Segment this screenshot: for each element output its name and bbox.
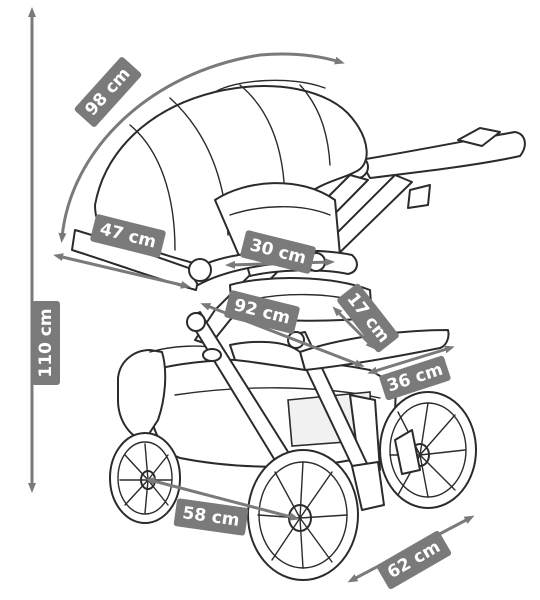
rear-left-wheel bbox=[109, 432, 181, 524]
label-total-height: 110 cm bbox=[36, 308, 56, 377]
handle-grip bbox=[457, 127, 501, 147]
front-right-wheel bbox=[379, 391, 477, 509]
badge-canopy-arc: 98 cm bbox=[74, 57, 142, 127]
folding-joint bbox=[407, 184, 431, 209]
front-swivel bbox=[351, 461, 385, 511]
handlebar bbox=[359, 131, 526, 179]
canopy-arc-line bbox=[58, 52, 345, 243]
badge-wheelbase: 58 cm bbox=[173, 498, 249, 536]
brake-pedal-icon bbox=[202, 348, 222, 362]
seat-depth-line bbox=[53, 253, 191, 289]
badge-track-width: 62 cm bbox=[376, 530, 452, 590]
badge-total-height: 110 cm bbox=[32, 301, 60, 385]
footrest-width-line bbox=[367, 345, 455, 375]
stroller-illustration bbox=[71, 79, 526, 581]
wheelbase-line bbox=[145, 477, 300, 521]
armrest-hub bbox=[188, 258, 212, 282]
dimension-lines bbox=[28, 6, 475, 583]
dimension-labels: 110 cm 98 cm 47 cm 30 cm 92 cm 17 cm 36 … bbox=[32, 57, 452, 590]
badge-frame-diagonal: 92 cm bbox=[224, 290, 300, 334]
footrest-line bbox=[332, 306, 376, 350]
front-left-wheel bbox=[247, 449, 385, 581]
rear-leg bbox=[117, 349, 167, 441]
seat-hub bbox=[186, 312, 206, 332]
